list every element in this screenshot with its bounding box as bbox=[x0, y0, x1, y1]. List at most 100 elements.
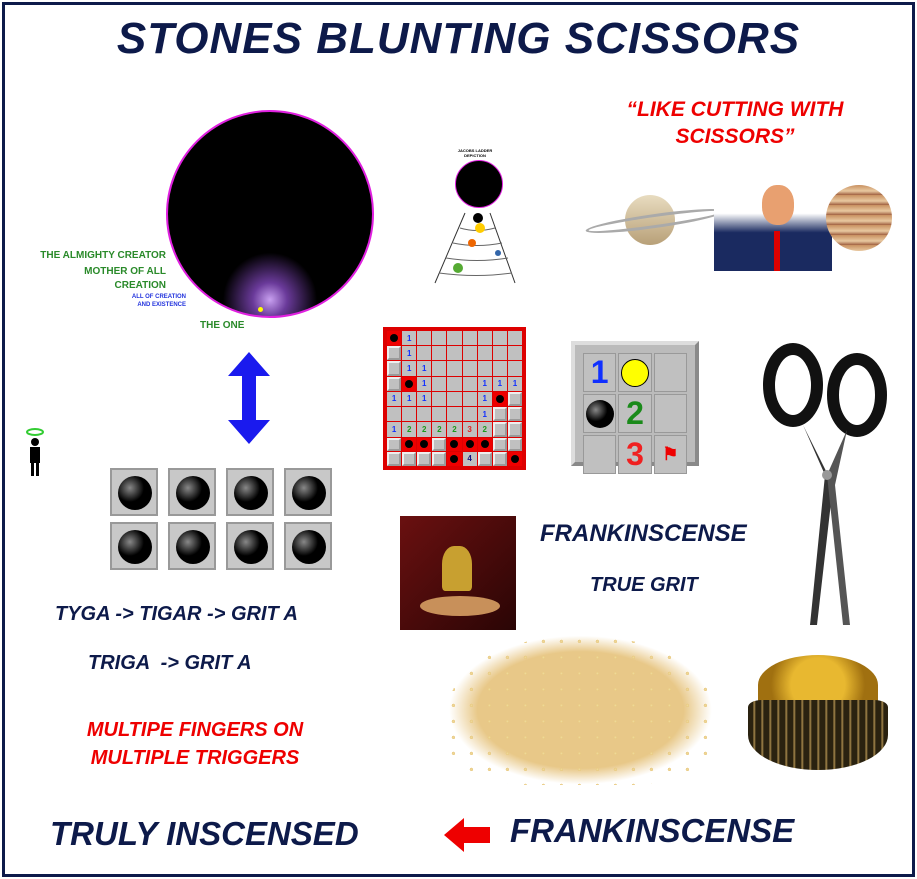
incense-burner-image bbox=[400, 516, 516, 630]
board-cell bbox=[492, 346, 507, 361]
board-cell bbox=[432, 407, 447, 422]
number-three: 3 bbox=[618, 435, 652, 474]
creator-label-1: THE ALMIGHTY CREATOR bbox=[40, 250, 166, 261]
board-cell bbox=[477, 331, 492, 346]
true-grit-label: TRUE GRIT bbox=[590, 574, 698, 596]
trump-image bbox=[714, 175, 832, 271]
board-cell bbox=[432, 331, 447, 346]
board-cell: 1 bbox=[417, 376, 432, 391]
board-cell: 1 bbox=[477, 376, 492, 391]
board-cell bbox=[507, 331, 522, 346]
double-arrow-icon bbox=[228, 352, 270, 444]
board-cell bbox=[432, 361, 447, 376]
page-title: STONES BLUNTING SCISSORS bbox=[116, 14, 801, 63]
creator-label-2: MOTHER OF ALL bbox=[84, 266, 166, 277]
triga-text: TRIGA -> GRIT A bbox=[88, 652, 252, 674]
creation-sub-2: AND EXISTENCE bbox=[137, 302, 186, 308]
board-cell bbox=[462, 361, 477, 376]
board-cell bbox=[492, 361, 507, 376]
board-cell: 3 bbox=[462, 422, 477, 437]
creation-sub-1: ALL OF CREATION bbox=[131, 294, 186, 300]
board-cell: 1 bbox=[417, 361, 432, 376]
frankincense-pile-image bbox=[448, 635, 713, 785]
board-cell bbox=[462, 346, 477, 361]
fingers-text: MULTIPE FINGERS ON MULTIPLE TRIGGERS bbox=[86, 719, 304, 769]
board-cell: 1 bbox=[387, 422, 402, 437]
board-cell: 2 bbox=[477, 422, 492, 437]
flag-icon: ⚑ bbox=[653, 435, 687, 474]
mine-icon bbox=[110, 468, 158, 516]
mine-cell bbox=[492, 391, 507, 407]
board-cell bbox=[402, 407, 417, 422]
black-sphere bbox=[166, 110, 374, 318]
board-cell bbox=[417, 451, 432, 466]
board-cell: 2 bbox=[447, 422, 462, 437]
board-cell bbox=[492, 437, 507, 451]
board-cell: 1 bbox=[402, 361, 417, 376]
board-cell bbox=[447, 361, 462, 376]
board-cell: 4 bbox=[462, 451, 477, 466]
mine-icon bbox=[110, 522, 158, 570]
jupiter-image bbox=[826, 185, 892, 251]
board-cell bbox=[477, 361, 492, 376]
saturn-image bbox=[584, 190, 726, 250]
board-cell bbox=[402, 451, 417, 466]
board-cell bbox=[447, 407, 462, 422]
mine-cell bbox=[417, 437, 432, 451]
board-cell bbox=[432, 391, 447, 407]
board-cell bbox=[462, 331, 477, 346]
empty-cell bbox=[583, 435, 617, 474]
mine-icon bbox=[284, 522, 332, 570]
mine-icon bbox=[226, 522, 274, 570]
person-icon bbox=[26, 428, 44, 476]
mine-icon bbox=[583, 394, 617, 433]
mine-cell bbox=[462, 437, 477, 451]
board-cell: 1 bbox=[492, 376, 507, 391]
tyga-text: TYGA -> TIGAR -> GRIT A bbox=[55, 603, 298, 625]
mine-icon bbox=[168, 468, 216, 516]
board-cell bbox=[492, 422, 507, 437]
board-cell bbox=[432, 346, 447, 361]
board-cell bbox=[417, 331, 432, 346]
left-arrow-icon bbox=[444, 818, 490, 852]
frankincense-label: FRANKINSCENSE bbox=[540, 520, 747, 547]
board-cell bbox=[507, 422, 522, 437]
board-cell bbox=[447, 346, 462, 361]
board-cell: 1 bbox=[402, 346, 417, 361]
board-cell: 1 bbox=[402, 391, 417, 407]
board-cell: 1 bbox=[477, 391, 492, 407]
board-cell: 2 bbox=[432, 422, 447, 437]
board-cell: 1 bbox=[402, 331, 417, 346]
empty-cell bbox=[653, 353, 687, 392]
board-cell bbox=[477, 451, 492, 466]
scissors-image bbox=[763, 343, 887, 625]
mine-cell bbox=[477, 437, 492, 451]
board-cell bbox=[507, 361, 522, 376]
board-cell: 2 bbox=[402, 422, 417, 437]
empty-cell bbox=[653, 394, 687, 433]
board-cell bbox=[492, 407, 507, 422]
board-cell bbox=[477, 346, 492, 361]
board-cell bbox=[492, 331, 507, 346]
board-cell bbox=[462, 376, 477, 391]
mine-cell bbox=[402, 437, 417, 451]
board-cell: 1 bbox=[387, 391, 402, 407]
board-cell: 1 bbox=[417, 391, 432, 407]
board-cell bbox=[387, 376, 402, 391]
ladder-title: JACOBS LADDER DEPICTION bbox=[457, 148, 493, 158]
mine-icon bbox=[168, 522, 216, 570]
board-cell bbox=[462, 407, 477, 422]
smiley-icon bbox=[618, 353, 652, 392]
frankincense-bottom-text: FRANKINSCENSE bbox=[510, 812, 795, 849]
frankincense-bowl-image bbox=[748, 655, 888, 770]
board-cell: 1 bbox=[477, 407, 492, 422]
quote-text: “LIKE CUTTING WITH SCISSORS” bbox=[626, 98, 844, 148]
board-cell bbox=[432, 451, 447, 466]
board-cell: 1 bbox=[507, 376, 522, 391]
board-cell bbox=[447, 391, 462, 407]
mine-cell bbox=[507, 451, 522, 466]
minesweeper-small-board: 1 2 3 ⚑ bbox=[571, 341, 699, 474]
mine-icon bbox=[284, 468, 332, 516]
board-cell bbox=[387, 437, 402, 451]
